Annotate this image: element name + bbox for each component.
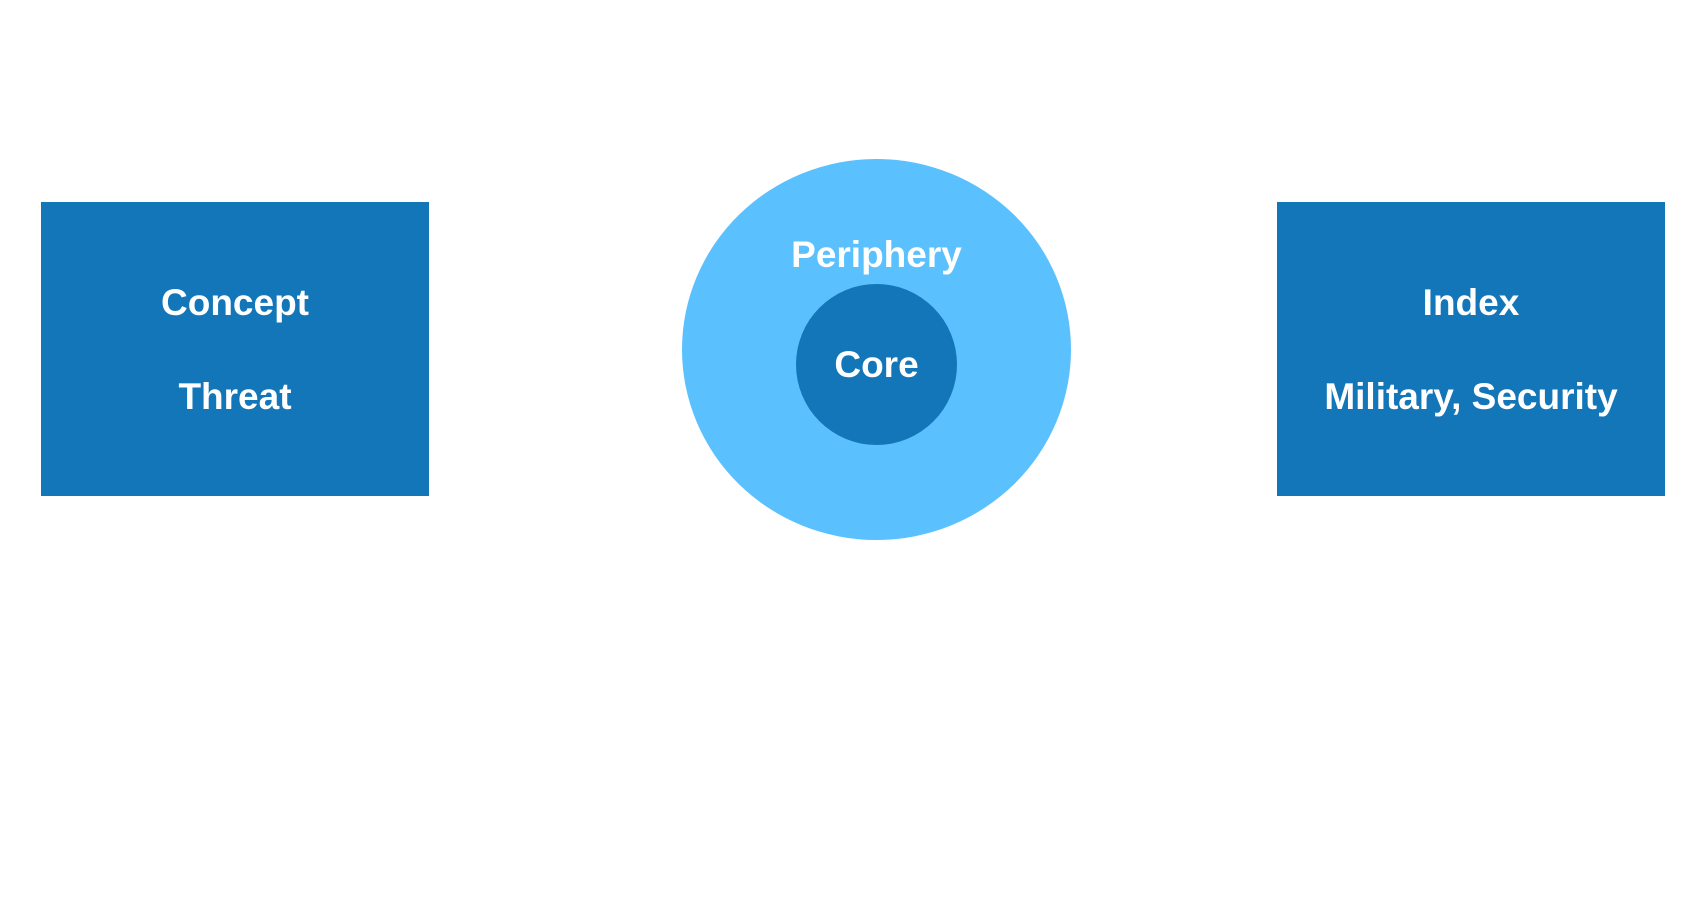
core-circle: Core <box>796 284 957 445</box>
concept-title: Concept <box>161 282 309 323</box>
concept-box: Concept Threat <box>41 202 429 496</box>
concept-value: Threat <box>178 376 292 417</box>
core-label: Core <box>834 344 919 385</box>
periphery-label: Periphery <box>791 234 962 275</box>
index-value: Military, Security <box>1324 376 1618 417</box>
index-title: Index <box>1422 282 1520 323</box>
index-box: Index Military, Security <box>1277 202 1665 496</box>
